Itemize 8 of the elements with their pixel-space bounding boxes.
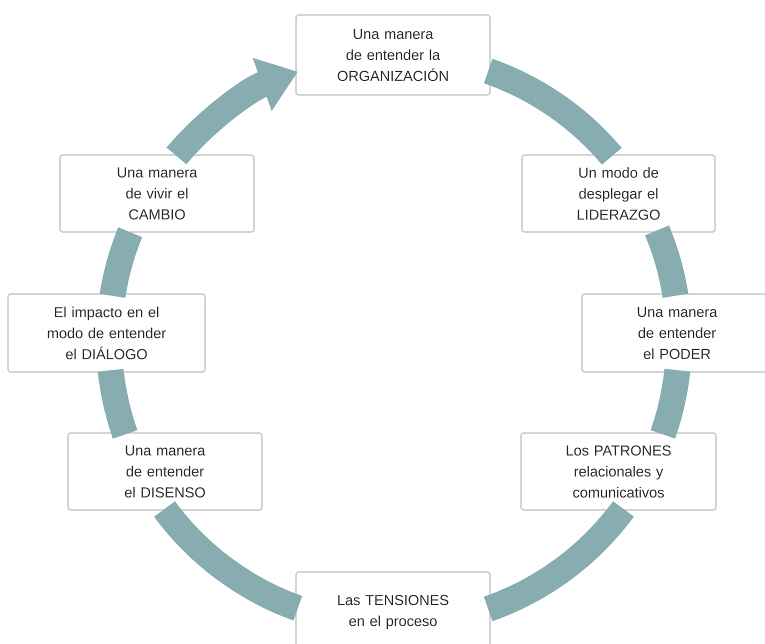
text-box: Una manera de vivir el CAMBIO — [59, 154, 255, 233]
text-box: Un modo de desplegar el LIDERAZGO — [521, 154, 716, 233]
text-box: Las TENSIONES en el proceso — [295, 571, 491, 644]
text-box: Una manera de entender el PODER — [581, 293, 765, 373]
text-box: Una manera de entender la ORGANIZACIÓN — [295, 14, 491, 96]
text-box: Una manera de entender el DISENSO — [67, 432, 263, 511]
text-box: El impacto en el modo de entender el DIÁLOGO — [7, 293, 206, 373]
text-box: Los PATRONES relacionales y comunicativos — [520, 432, 717, 511]
